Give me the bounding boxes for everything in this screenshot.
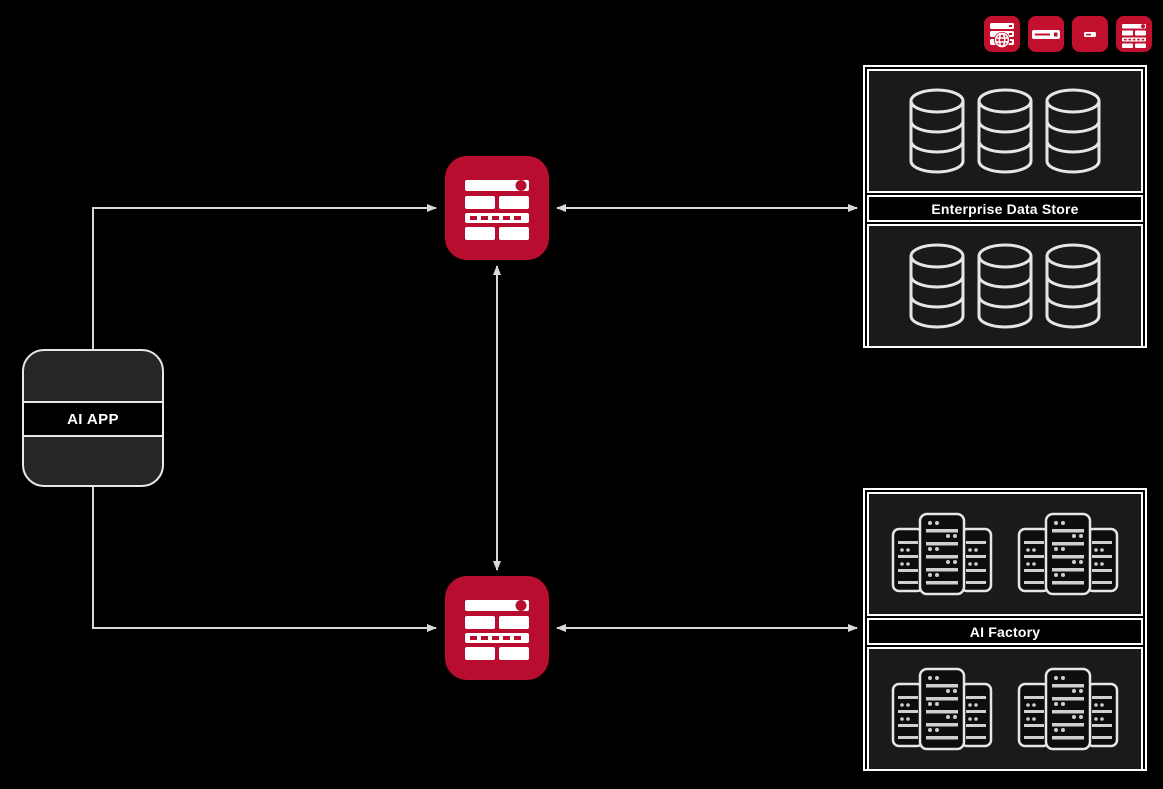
database-stack-icon (977, 243, 1033, 329)
server-globe-icon[interactable] (984, 16, 1020, 52)
edge-app-to-service-bottom (92, 487, 437, 632)
server-panel-icon[interactable] (1116, 16, 1152, 52)
server-panel-icon (445, 156, 549, 260)
database-stack-icon (977, 88, 1033, 174)
node-service-bottom[interactable] (445, 576, 549, 680)
database-stack-icon (909, 88, 965, 174)
server-rack-cluster-icon (1017, 667, 1119, 751)
database-stack-icon (1045, 243, 1101, 329)
server-small-icon[interactable] (1072, 16, 1108, 52)
node-ai-app-label: AI APP (67, 410, 119, 428)
node-ai-app-band: AI APP (24, 401, 162, 437)
node-service-top[interactable] (445, 156, 549, 260)
group-label-enterprise-data-store: Enterprise Data Store (931, 200, 1079, 217)
group-enterprise-data-store[interactable]: Enterprise Data Store (863, 65, 1147, 348)
database-stack-icon (909, 243, 965, 329)
server-rack-cluster-icon (891, 512, 993, 596)
ai-factory-bottom-panel (867, 647, 1143, 771)
node-ai-app[interactable]: AI APP (22, 349, 164, 487)
data-store-top-panel (867, 69, 1143, 193)
toolbar (984, 16, 1152, 52)
server-rack-cluster-icon (891, 667, 993, 751)
data-store-bottom-panel (867, 224, 1143, 348)
ai-factory-top-panel (867, 492, 1143, 616)
server-panel-icon (445, 576, 549, 680)
server-blade-icon[interactable] (1028, 16, 1064, 52)
group-ai-factory[interactable]: AI Factory (863, 488, 1147, 771)
database-stack-icon (1045, 88, 1101, 174)
group-label-ai-factory: AI Factory (969, 623, 1041, 640)
server-rack-cluster-icon (1017, 512, 1119, 596)
ai-factory-label-band: AI Factory (867, 618, 1143, 645)
edge-app-to-service-top (92, 204, 437, 350)
data-store-label-band: Enterprise Data Store (867, 195, 1143, 222)
